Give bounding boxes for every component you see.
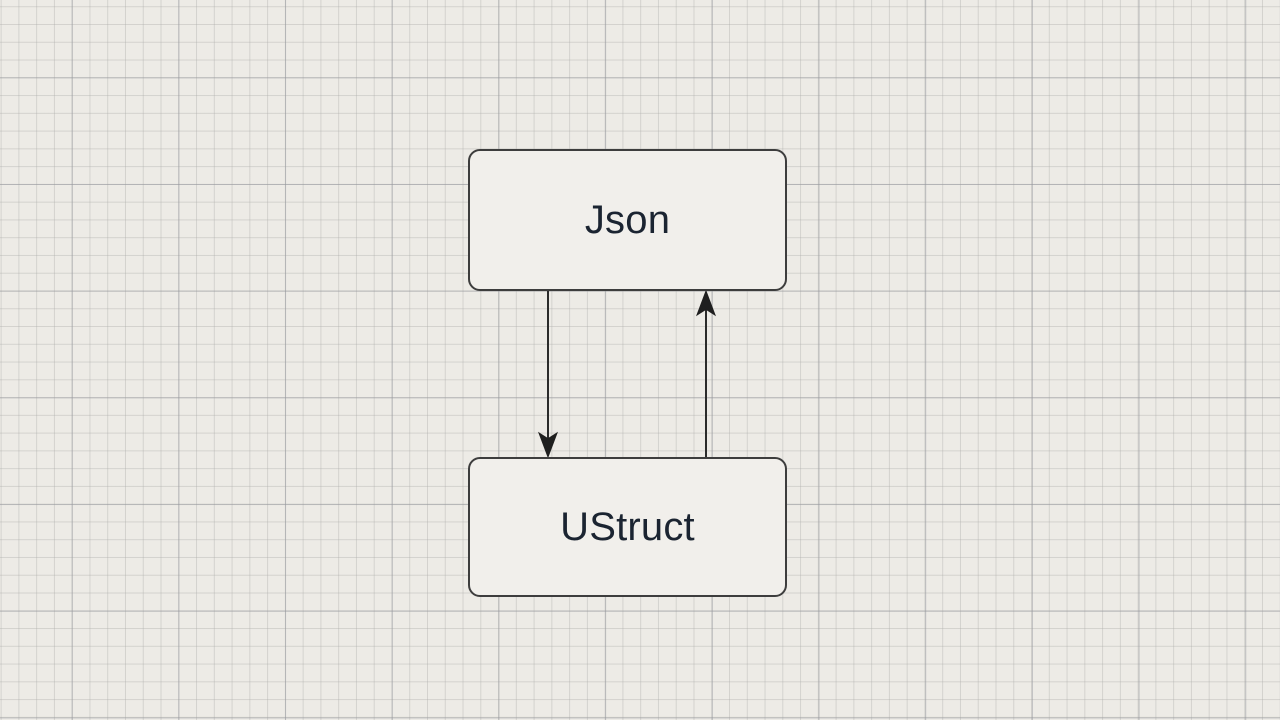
edge-ustruct-to-json[interactable] — [696, 289, 716, 458]
node-ustruct[interactable]: UStruct — [468, 457, 787, 597]
arrowhead-down-icon — [538, 431, 558, 459]
node-json[interactable]: Json — [468, 149, 787, 291]
node-ustruct-label: UStruct — [560, 505, 695, 549]
edge-json-to-ustruct[interactable] — [538, 291, 558, 459]
node-json-label: Json — [584, 198, 671, 242]
arrowhead-up-icon — [696, 289, 716, 317]
